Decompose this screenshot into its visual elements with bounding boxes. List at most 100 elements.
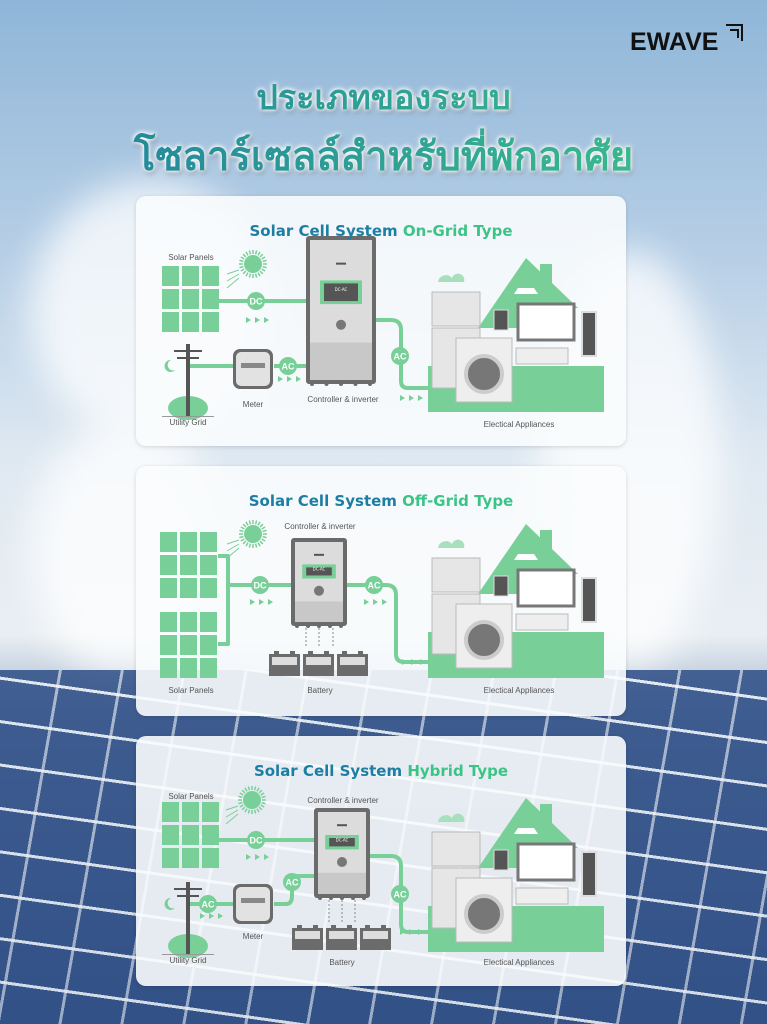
panel-title: Solar Cell System Hybrid Type <box>136 762 626 780</box>
sun-ray <box>245 272 249 277</box>
terminal <box>274 651 279 654</box>
flow-arrows-icon <box>200 913 223 919</box>
meter-face <box>236 887 270 921</box>
flow-arrows-icon <box>402 659 425 665</box>
badge-label: AC <box>286 878 299 888</box>
fridge-top <box>431 291 481 327</box>
cloud-icon <box>438 273 465 282</box>
arrow <box>409 395 414 401</box>
sun-ray <box>257 251 261 256</box>
sun-ray <box>239 535 244 539</box>
terminal <box>324 651 329 654</box>
badge-label: AC <box>282 362 295 372</box>
sun-ray <box>258 806 263 811</box>
terminal <box>308 651 313 654</box>
wire <box>274 874 314 906</box>
badge-circle <box>251 576 269 594</box>
label-battery: Battery <box>329 958 355 967</box>
badge-label: DC <box>250 297 263 307</box>
current-badge: AC <box>283 873 301 891</box>
label-solar-panels: Solar Panels <box>168 792 214 801</box>
house-appliances-icon <box>428 798 604 952</box>
battery-label <box>295 931 320 939</box>
solar-cell <box>162 802 179 822</box>
sun-ray <box>253 809 257 814</box>
solar-cell <box>202 825 219 845</box>
label-solar-panels: Solar Panels <box>168 253 214 262</box>
sun-ray <box>254 273 258 278</box>
label-battery: Battery <box>307 686 333 695</box>
current-badge: AC <box>365 576 383 594</box>
phone-icon <box>493 575 509 597</box>
inverter-base <box>310 342 372 380</box>
solar-cell <box>162 848 179 868</box>
pole <box>186 344 190 416</box>
wave-mark-icon <box>726 24 743 41</box>
battery-label <box>329 931 354 939</box>
cloud-icon <box>438 539 465 548</box>
flow-arrows-icon <box>364 599 387 605</box>
sun-ray <box>239 804 244 808</box>
sun-ray <box>256 808 260 813</box>
connector <box>310 382 314 386</box>
battery-icon <box>269 651 368 676</box>
sun-ray <box>244 808 248 813</box>
stereo-icon <box>515 887 569 905</box>
moon-icon <box>164 897 175 910</box>
sun-ray <box>238 795 243 799</box>
vent <box>314 553 324 556</box>
flow-arrows-icon <box>400 395 423 401</box>
screen <box>329 838 355 847</box>
arrow <box>418 929 423 935</box>
title-part-b: Off-Grid Type <box>402 492 514 510</box>
sun-ray <box>244 787 248 792</box>
moon-icon <box>164 359 175 372</box>
controller-inverter-icon: DC-AC <box>306 236 376 386</box>
battery-label <box>340 657 365 665</box>
terminal <box>342 651 347 654</box>
stereo-icon <box>515 347 569 365</box>
arrow <box>400 395 405 401</box>
sun-ray <box>240 526 245 530</box>
fridge-top <box>431 557 481 593</box>
lamp-icon <box>514 554 538 560</box>
battery-link <box>305 628 334 648</box>
label-meter: Meter <box>242 400 264 409</box>
solar-cell <box>180 612 197 632</box>
badge-circle <box>247 831 265 849</box>
screen-text: DC-AC <box>335 287 348 292</box>
flow-arrows-icon <box>278 376 301 382</box>
title-part-a: Solar Cell System <box>253 762 403 780</box>
screen-text: DC-AC <box>313 567 326 572</box>
wire <box>218 554 230 646</box>
solar-cell <box>200 555 217 575</box>
connector <box>339 382 343 386</box>
sun-ray <box>239 529 244 533</box>
sun-icon <box>225 786 266 825</box>
battery-label <box>272 657 297 665</box>
label-controller: Controller & inverter <box>307 395 379 404</box>
connector <box>318 896 322 900</box>
solar-cell <box>162 266 179 286</box>
badge-label: AC <box>368 581 381 591</box>
solar-cell <box>182 266 199 286</box>
tv-icon <box>516 302 576 342</box>
sun-ray <box>262 535 267 539</box>
label-meter: Meter <box>242 932 264 941</box>
title-part-b: Hybrid Type <box>407 762 509 780</box>
sun-ray <box>239 265 244 269</box>
controller-inverter-icon: DC-AC <box>314 808 370 900</box>
solar-cell <box>160 612 177 632</box>
arrow <box>209 913 214 919</box>
sun-ray <box>240 256 245 260</box>
ground <box>162 416 214 417</box>
badge-circle <box>199 895 217 913</box>
terminal <box>297 925 302 928</box>
sun-ray <box>262 259 267 263</box>
arrow <box>364 599 369 605</box>
terminal <box>358 651 363 654</box>
connector <box>339 624 343 628</box>
cloud-icon <box>438 813 465 822</box>
